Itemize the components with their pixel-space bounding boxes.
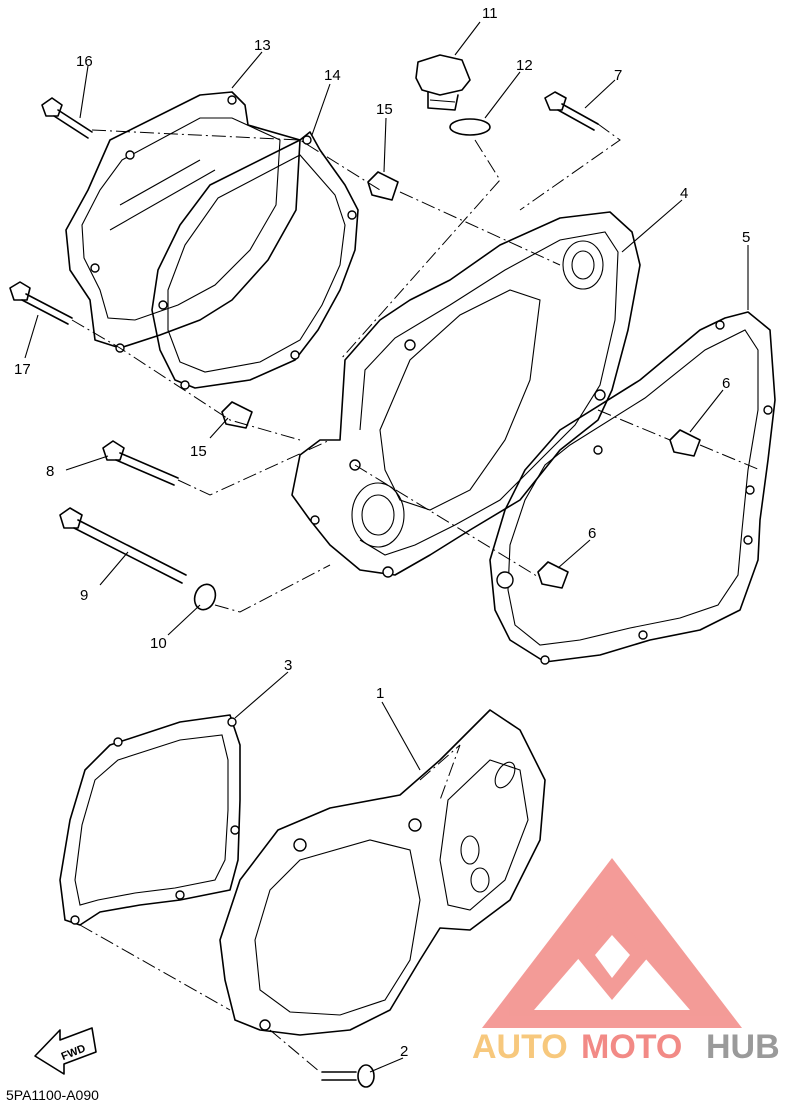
part-6-dowel-lower [537,561,569,589]
callout-8: 8 [46,463,54,480]
callout-3: 3 [284,657,292,674]
wordmark-auto: AUTO [472,1028,568,1066]
part-2-screw [321,1064,375,1088]
fwd-arrow: FWD [34,1027,97,1075]
part-16-bolt [41,97,93,139]
callout-17: 17 [14,361,31,378]
part-6-dowel-upper [669,429,701,457]
callout-9: 9 [80,587,88,604]
part-13-clutch-cover [65,91,301,353]
part-12-o-ring [449,118,491,136]
callout-14: 14 [324,67,341,84]
callout-numbers: 1 2 3 4 5 6 6 7 8 9 10 11 12 13 14 15 15… [14,5,750,1060]
callout-16: 16 [76,53,93,70]
part-3-gasket [59,714,241,926]
leader-lines [24,21,749,1073]
assembly-lines [71,123,761,1073]
callout-13: 13 [254,37,271,54]
part-7-bolt [544,91,599,131]
callout-12: 12 [516,57,533,74]
part-5-gasket [489,311,776,665]
callout-7: 7 [614,67,622,84]
callout-10: 10 [150,635,167,652]
callout-6-lower: 6 [588,525,596,542]
automotohub-wordmark: AUTO MOTO HUB [472,1028,780,1066]
part-14-gasket [151,131,359,390]
wordmark-moto: MOTO [581,1028,682,1066]
callout-1: 1 [376,685,384,702]
diagram-code: 5PA1100-A090 [6,1087,99,1103]
part-15-dowel-upper [367,171,399,201]
callout-6-upper: 6 [722,375,730,392]
part-4-crankcase-cover [291,211,641,578]
part-1-cover [219,709,546,1036]
callout-4: 4 [680,185,688,202]
part-15-dowel-lower [221,401,253,429]
part-11-filler-plug [415,54,471,111]
callout-15-upper: 15 [376,101,393,118]
part-9-bolt [59,507,187,584]
callout-2: 2 [400,1043,408,1060]
callout-15-lower: 15 [190,443,207,460]
wordmark-hub: HUB [706,1028,780,1066]
callout-11: 11 [482,5,498,22]
part-10-washer [193,583,217,611]
callout-5: 5 [742,229,750,246]
automotohub-logo [482,858,742,1028]
part-8-bolt [102,440,179,486]
part-17-bolt [9,281,73,325]
